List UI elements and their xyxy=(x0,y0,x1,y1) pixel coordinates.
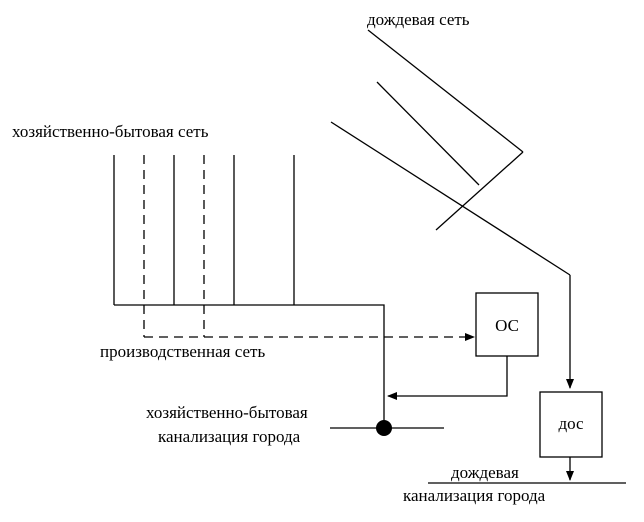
industrial-network-label: производственная сеть xyxy=(100,342,265,361)
treated-return-pipe xyxy=(387,356,508,400)
city-storm-sewer-label-1: дождевая xyxy=(451,463,519,482)
connection-node xyxy=(376,420,392,436)
domestic-network-branches xyxy=(113,155,295,305)
industrial-network-branches xyxy=(143,155,205,337)
city-storm-sewer-label-2: канализация города xyxy=(403,486,546,505)
storm-treatment-facility-label: дос xyxy=(558,414,584,433)
storm-network-label: дождевая сеть xyxy=(367,10,470,29)
city-domestic-sewer-label-2: канализация города xyxy=(158,427,301,446)
treatment-facility-box xyxy=(475,292,539,357)
domestic-network-label: хозяйственно-бытовая сеть xyxy=(12,122,209,141)
storm-network-collectors xyxy=(330,29,571,276)
treatment-facility-label: ОС xyxy=(495,316,519,335)
city-domestic-sewer-label-1: хозяйственно-бытовая xyxy=(146,403,308,422)
storm-treatment-facility-box xyxy=(539,391,603,458)
